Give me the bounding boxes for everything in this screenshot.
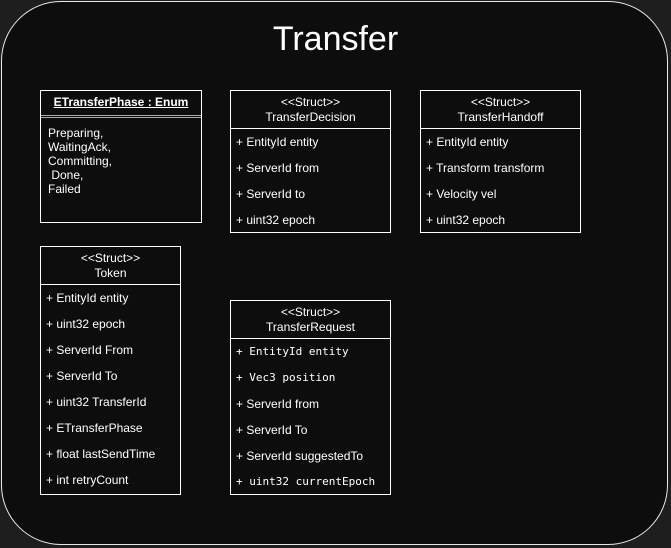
struct-transferrequest[interactable]: <<Struct>>TransferRequest + EntityId ent… [230, 300, 391, 495]
struct-header: <<Struct>>Token [41, 247, 180, 285]
field: + float lastSendTime [46, 447, 156, 461]
field: + ServerId From [46, 343, 134, 357]
field: + int retryCount [46, 473, 129, 487]
field: + uint32 currentEpoch [236, 475, 376, 488]
field: + ServerId to [236, 187, 306, 201]
field: + uint32 epoch [426, 213, 506, 227]
field: + ServerId from [236, 161, 320, 175]
field: + Transform transform [426, 161, 545, 175]
struct-header: <<Struct>>TransferRequest [231, 301, 390, 339]
field: + ETransferPhase [46, 421, 143, 435]
field: + EntityId entity [236, 345, 349, 358]
field: + uint32 TransferId [46, 395, 147, 409]
field: + uint32 epoch [46, 317, 126, 331]
field: + Vec3 position [236, 371, 336, 384]
struct-header: <<Struct>>TransferDecision [231, 91, 390, 129]
field: + EntityId entity [46, 291, 129, 305]
enum-values: Preparing,WaitingAck,Committing, Done,Fa… [48, 126, 113, 196]
field: + EntityId entity [426, 135, 509, 149]
struct-transferdecision[interactable]: <<Struct>>TransferDecision + EntityId en… [230, 90, 391, 233]
field: + ServerId from [236, 397, 320, 411]
field: + uint32 epoch [236, 213, 316, 227]
field: + ServerId To [236, 423, 308, 437]
field: + ServerId To [46, 369, 118, 383]
field: + Velocity vel [426, 187, 497, 201]
struct-transferhandoff[interactable]: <<Struct>>TransferHandoff + EntityId ent… [420, 90, 581, 233]
enum-name: ETransferPhase : Enum [41, 91, 201, 118]
field: + ServerId suggestedTo [236, 449, 364, 463]
diagram-title: Transfer [272, 20, 399, 58]
struct-token[interactable]: <<Struct>>Token + EntityId entity + uint… [40, 246, 181, 495]
enum-etransferphase[interactable]: ETransferPhase : Enum Preparing,WaitingA… [40, 90, 202, 223]
field: + EntityId entity [236, 135, 319, 149]
struct-header: <<Struct>>TransferHandoff [421, 91, 580, 129]
